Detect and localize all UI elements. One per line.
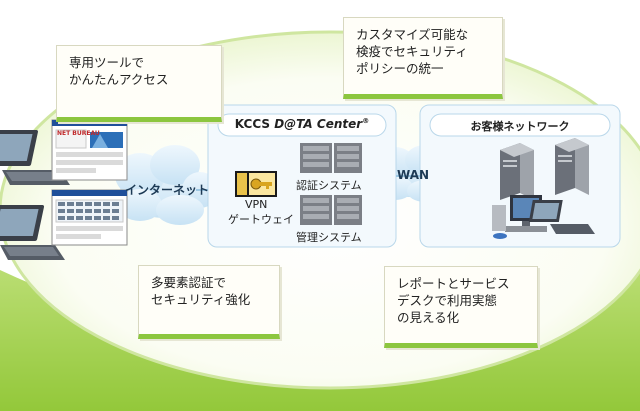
note-line: かんたんアクセス (69, 72, 169, 87)
note-line: カスタマイズ可能な (356, 27, 469, 42)
vpn-label-2: ゲートウェイ (228, 213, 294, 226)
mgmt-system-label: 管理システム (296, 231, 362, 244)
laptop-icon (528, 200, 595, 234)
server-icon (300, 195, 362, 225)
tower-server-icon (500, 143, 534, 200)
note-line: デスクで利用実態 (397, 293, 498, 308)
datacenter-title: KCCS D@TA Center® (218, 117, 386, 131)
laptop-icon (0, 130, 70, 185)
customer-network-title: お客様ネットワーク (470, 120, 570, 133)
note-line: レポートとサービス (397, 276, 510, 291)
note-quarantine-policy: カスタマイズ可能な 検疫でセキュリティ ポリシーの統一 (343, 17, 503, 99)
note-line: 検疫でセキュリティ (356, 44, 468, 59)
note-line: 多要素認証で (151, 275, 227, 290)
note-dedicated-tool: 専用ツールで かんたんアクセス (56, 45, 222, 122)
note-line: 専用ツールで (69, 55, 145, 70)
tower-server-icon (555, 138, 589, 195)
datacenter-header (217, 113, 387, 137)
server-icon (300, 143, 362, 173)
keypad-screenshot (51, 189, 128, 246)
tool-screenshot (51, 119, 128, 181)
customer-header (429, 113, 611, 137)
datacenter-logo: D@TA Center (274, 117, 363, 131)
note-multi-factor-auth: 多要素認証で セキュリティ強化 (138, 265, 280, 339)
note-line: セキュリティ強化 (151, 292, 251, 307)
internet-label: インターネット (125, 183, 210, 197)
laptop-icon (0, 205, 65, 260)
vpn-key-icon (235, 171, 277, 197)
vpn-label-1: VPN (245, 198, 268, 211)
registered-mark: ® (362, 117, 370, 125)
wan-label: WAN (397, 168, 430, 182)
screen-logo: NET BUREAU (57, 130, 100, 137)
green-ground (0, 250, 640, 411)
datacenter-title-prefix: KCCS (234, 117, 275, 131)
note-report-service-desk: レポートとサービス デスクで利用実態 の見える化 (384, 266, 538, 348)
note-line: ポリシーの統一 (356, 61, 444, 76)
auth-system-label: 認証システム (296, 179, 362, 192)
note-line: の見える化 (397, 310, 460, 325)
